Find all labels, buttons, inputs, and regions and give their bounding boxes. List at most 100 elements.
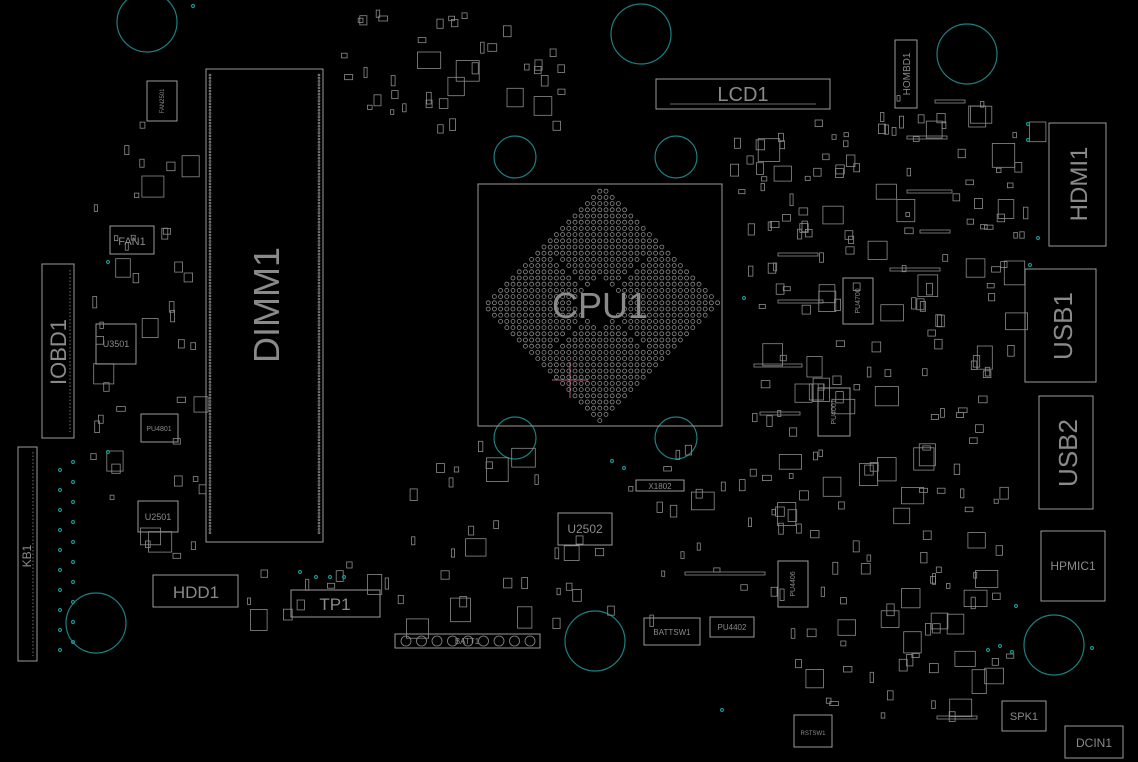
usb2-label: USB2	[1053, 419, 1083, 487]
bga-pad	[628, 374, 634, 380]
dimm-pin	[317, 83, 321, 86]
bga-pad	[603, 250, 609, 256]
bga-pad	[671, 337, 677, 343]
bga-pad	[640, 275, 646, 281]
pu4406-chip[interactable]: PU4406	[777, 560, 809, 608]
bga-pad	[566, 250, 572, 256]
spk-connector[interactable]: SPK1	[1001, 700, 1047, 732]
smd-part	[134, 192, 140, 199]
dimm-pin	[208, 294, 212, 298]
x1802-crystal[interactable]: X1802	[635, 479, 685, 492]
smd-part	[925, 623, 932, 636]
bga-pad	[585, 374, 590, 380]
bga-pad	[591, 331, 596, 337]
smd-part	[779, 354, 787, 362]
smd-part	[949, 698, 973, 717]
smd-part	[549, 48, 557, 57]
bga-pad	[665, 349, 671, 355]
dimm-pin	[317, 307, 321, 310]
tp-connector[interactable]: TP1	[290, 589, 381, 618]
dimm-pin	[317, 144, 321, 147]
via	[341, 574, 347, 580]
bga-pad	[616, 380, 621, 386]
dimm-slot[interactable]: DIMM1	[205, 68, 324, 543]
bga-pad	[715, 300, 720, 306]
bga-pad	[591, 337, 596, 343]
bga-pad	[554, 238, 559, 244]
pu4700-chip[interactable]: PU4700	[842, 277, 874, 325]
kb-connector[interactable]: KB1	[17, 446, 38, 662]
pu4402-chip[interactable]: PU4402	[709, 616, 755, 638]
bga-pad	[609, 368, 615, 374]
usb1-connector[interactable]: USB1	[1024, 268, 1097, 383]
smd-part	[461, 12, 468, 19]
bga-pad	[609, 256, 615, 262]
smd-part	[661, 570, 666, 577]
fan2-chip[interactable]: FAN2501	[146, 80, 178, 122]
smd-part	[521, 577, 529, 589]
bga-pad	[671, 256, 677, 262]
smd-part	[843, 132, 849, 138]
cpu-label: CPU1	[552, 285, 648, 326]
iobd-connector[interactable]: IOBD1	[41, 263, 75, 439]
bga-pad	[578, 250, 584, 256]
dimm-pin	[208, 454, 212, 458]
battsw-switch[interactable]: BATTSW1	[643, 617, 701, 646]
bga-pad	[616, 244, 621, 250]
smd-part	[812, 377, 830, 403]
bga-pad	[535, 331, 541, 337]
smd-part	[988, 293, 996, 302]
bga-pad	[702, 306, 708, 312]
cpu-component[interactable]: CPU1	[477, 183, 723, 427]
bga-pad	[491, 312, 497, 318]
bga-pad	[696, 294, 702, 300]
dimm-pin	[317, 160, 321, 163]
rstsw-switch[interactable]: RSTSW1	[793, 714, 833, 748]
bga-pad	[634, 300, 640, 306]
smd-part	[106, 450, 124, 472]
bga-pad	[585, 362, 590, 368]
batt-pin	[462, 635, 474, 647]
bga-pad	[491, 294, 497, 300]
smd-part	[970, 596, 976, 610]
via	[70, 479, 76, 485]
dimm-pin	[208, 150, 212, 154]
bga-pad	[541, 337, 547, 343]
hombd-connector[interactable]: HOMBD1	[894, 39, 918, 109]
bga-pad	[696, 306, 702, 312]
dimm-pin	[208, 518, 212, 522]
dimm-pin	[317, 371, 321, 374]
bga-pad	[647, 263, 652, 269]
smd-part	[437, 124, 444, 134]
dimm-pin	[208, 358, 212, 362]
bga-pad	[628, 294, 634, 300]
u2501-chip[interactable]: U2501	[137, 500, 179, 533]
bga-pad	[597, 219, 603, 225]
smd-part	[1006, 653, 1015, 659]
dimm-pin	[208, 528, 212, 531]
bga-pad	[516, 337, 522, 343]
hdmi-connector[interactable]: HDMI1	[1048, 122, 1107, 247]
bga-pad	[678, 312, 683, 318]
bga-pad	[603, 219, 609, 225]
bga-pad	[647, 287, 652, 293]
u2502-chip[interactable]: U2502	[557, 512, 613, 546]
dcin-connector[interactable]: DCIN1	[1064, 725, 1124, 759]
pu4801-chip[interactable]: PU4801	[140, 413, 179, 443]
smd-part	[940, 408, 945, 418]
smd-part	[972, 355, 981, 368]
bga-pad	[547, 331, 553, 337]
batt-connector[interactable]: BATT1	[394, 633, 541, 649]
dimm-pin	[208, 220, 212, 224]
usb2-connector[interactable]: USB2	[1038, 395, 1094, 510]
lcd-connector[interactable]: LCD1	[655, 78, 831, 110]
dimm-pin	[208, 515, 212, 518]
dimm-pin	[317, 262, 321, 266]
bga-pad	[535, 250, 541, 256]
pu4001-chip[interactable]: PU4001	[817, 387, 851, 437]
bga-pad	[609, 213, 615, 219]
hdd-connector[interactable]: HDD1	[152, 574, 239, 608]
bga-pad	[690, 287, 696, 293]
hpmic-connector[interactable]: HPMIC1	[1040, 530, 1106, 602]
bga-pad	[541, 275, 547, 281]
